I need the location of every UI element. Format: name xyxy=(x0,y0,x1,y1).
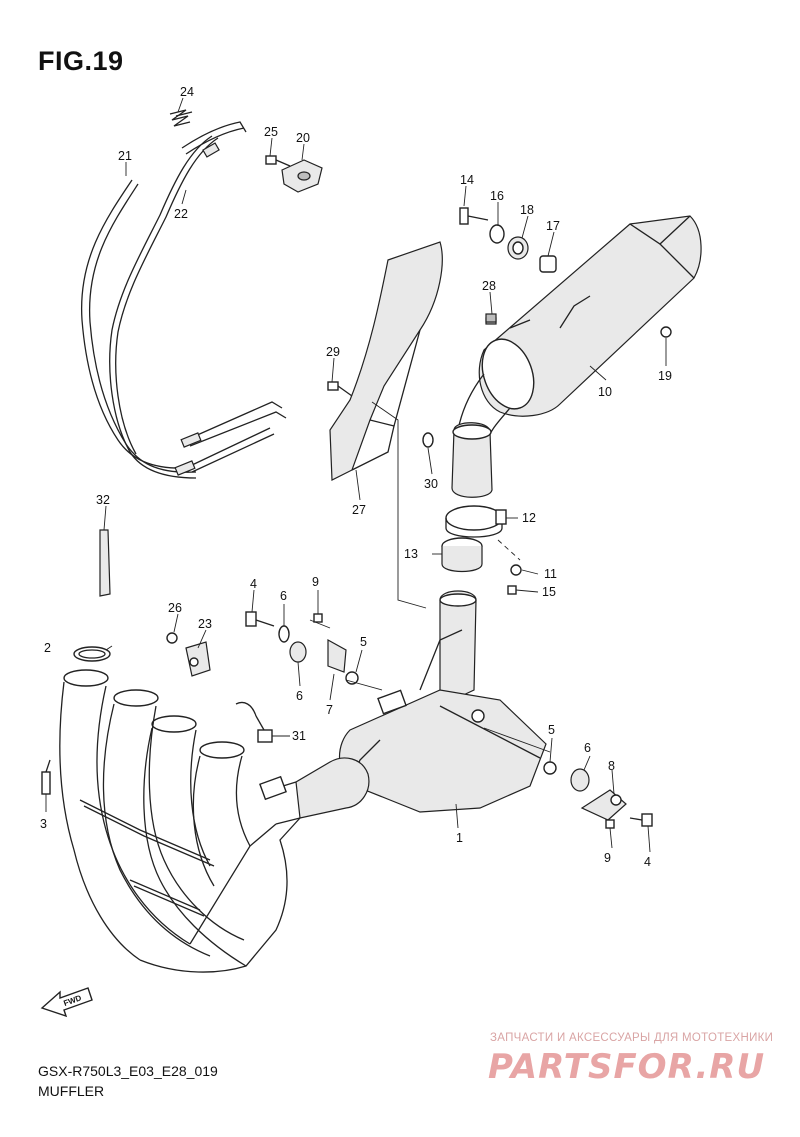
part-32-stay xyxy=(99,529,111,597)
callout: 6 xyxy=(584,741,591,755)
callout: 7 xyxy=(326,703,333,717)
exhaust-headers xyxy=(59,669,301,973)
callout: 32 xyxy=(96,493,110,507)
callout: 4 xyxy=(644,855,651,869)
part-19-nut xyxy=(660,326,672,338)
callout: 24 xyxy=(180,85,194,99)
part-11-nut xyxy=(510,564,522,576)
callout: 13 xyxy=(404,547,418,561)
callout: 6 xyxy=(296,689,303,703)
callout: 2 xyxy=(44,641,51,655)
callout: 1 xyxy=(456,831,463,845)
figure-name: MUFFLER xyxy=(38,1083,105,1099)
part-20-cable-guide xyxy=(281,159,323,193)
callout: 28 xyxy=(482,279,496,293)
callout: 12 xyxy=(522,511,536,525)
callout: 4 xyxy=(250,577,257,591)
callout: 8 xyxy=(608,759,615,773)
part-25-bolt xyxy=(265,155,291,167)
part-29-bolt xyxy=(327,381,353,397)
callout: 14 xyxy=(460,173,474,187)
part-10-muffler xyxy=(451,215,702,498)
callout: 21 xyxy=(118,149,132,163)
part-13-gasket xyxy=(441,537,483,573)
part-27-heat-shield xyxy=(329,241,443,481)
callout: 11 xyxy=(544,567,557,581)
callout: 9 xyxy=(604,851,611,865)
callout: 31 xyxy=(292,729,306,743)
callout: 29 xyxy=(326,345,340,359)
fwd-arrow-icon: FWD xyxy=(40,987,93,1018)
callout: 9 xyxy=(312,575,319,589)
part-14-bolt xyxy=(459,207,489,225)
callout: 25 xyxy=(264,125,278,139)
callout: 5 xyxy=(360,635,367,649)
part-2-gasket xyxy=(73,646,111,662)
callout: 18 xyxy=(520,203,534,217)
callout: 10 xyxy=(598,385,612,399)
part-21-22-cables xyxy=(80,121,287,479)
callout-labels: 1 2 3 4 4 5 5 6 6 6 7 8 9 9 10 11 12 13 … xyxy=(40,85,672,869)
figure-code: GSX-R750L3_E03_E28_019 xyxy=(38,1063,218,1079)
callout: 23 xyxy=(198,617,212,631)
part-3-stud xyxy=(41,759,51,795)
part-18-grommet xyxy=(507,236,529,260)
right-mount-hardware xyxy=(543,761,653,829)
part-31-sensor xyxy=(235,701,273,743)
part-30-washer xyxy=(422,432,434,448)
callout: 26 xyxy=(168,601,182,615)
callout: 17 xyxy=(546,219,560,233)
part-24-clip xyxy=(169,109,193,127)
callout: 19 xyxy=(658,369,672,383)
callout: 30 xyxy=(424,477,438,491)
callout: 5 xyxy=(548,723,555,737)
assembly-lines xyxy=(309,401,551,753)
callout: 20 xyxy=(296,131,310,145)
part-15-bolt xyxy=(507,585,517,595)
leader-lines xyxy=(45,97,667,853)
callout: 27 xyxy=(352,503,366,517)
callout: 6 xyxy=(280,589,287,603)
figure-title: FIG.19 xyxy=(38,46,124,76)
callout: 15 xyxy=(542,585,556,599)
callout: 22 xyxy=(174,207,188,221)
part-26-nut xyxy=(166,632,178,644)
part-12-clamp xyxy=(445,505,507,538)
part-16-washer xyxy=(489,224,505,244)
watermark-logo: PARTSFOR.RU xyxy=(488,1047,766,1087)
callout: 16 xyxy=(490,189,504,203)
watermark-tagline: ЗАПЧАСТИ И АКСЕССУАРЫ ДЛЯ МОТОТЕХНИКИ xyxy=(490,1032,774,1044)
left-mount-hardware xyxy=(245,611,359,685)
part-1-chamber xyxy=(269,590,547,825)
callout: 3 xyxy=(40,817,47,831)
part-28-damper xyxy=(485,313,497,323)
part-17-collar xyxy=(539,255,557,273)
